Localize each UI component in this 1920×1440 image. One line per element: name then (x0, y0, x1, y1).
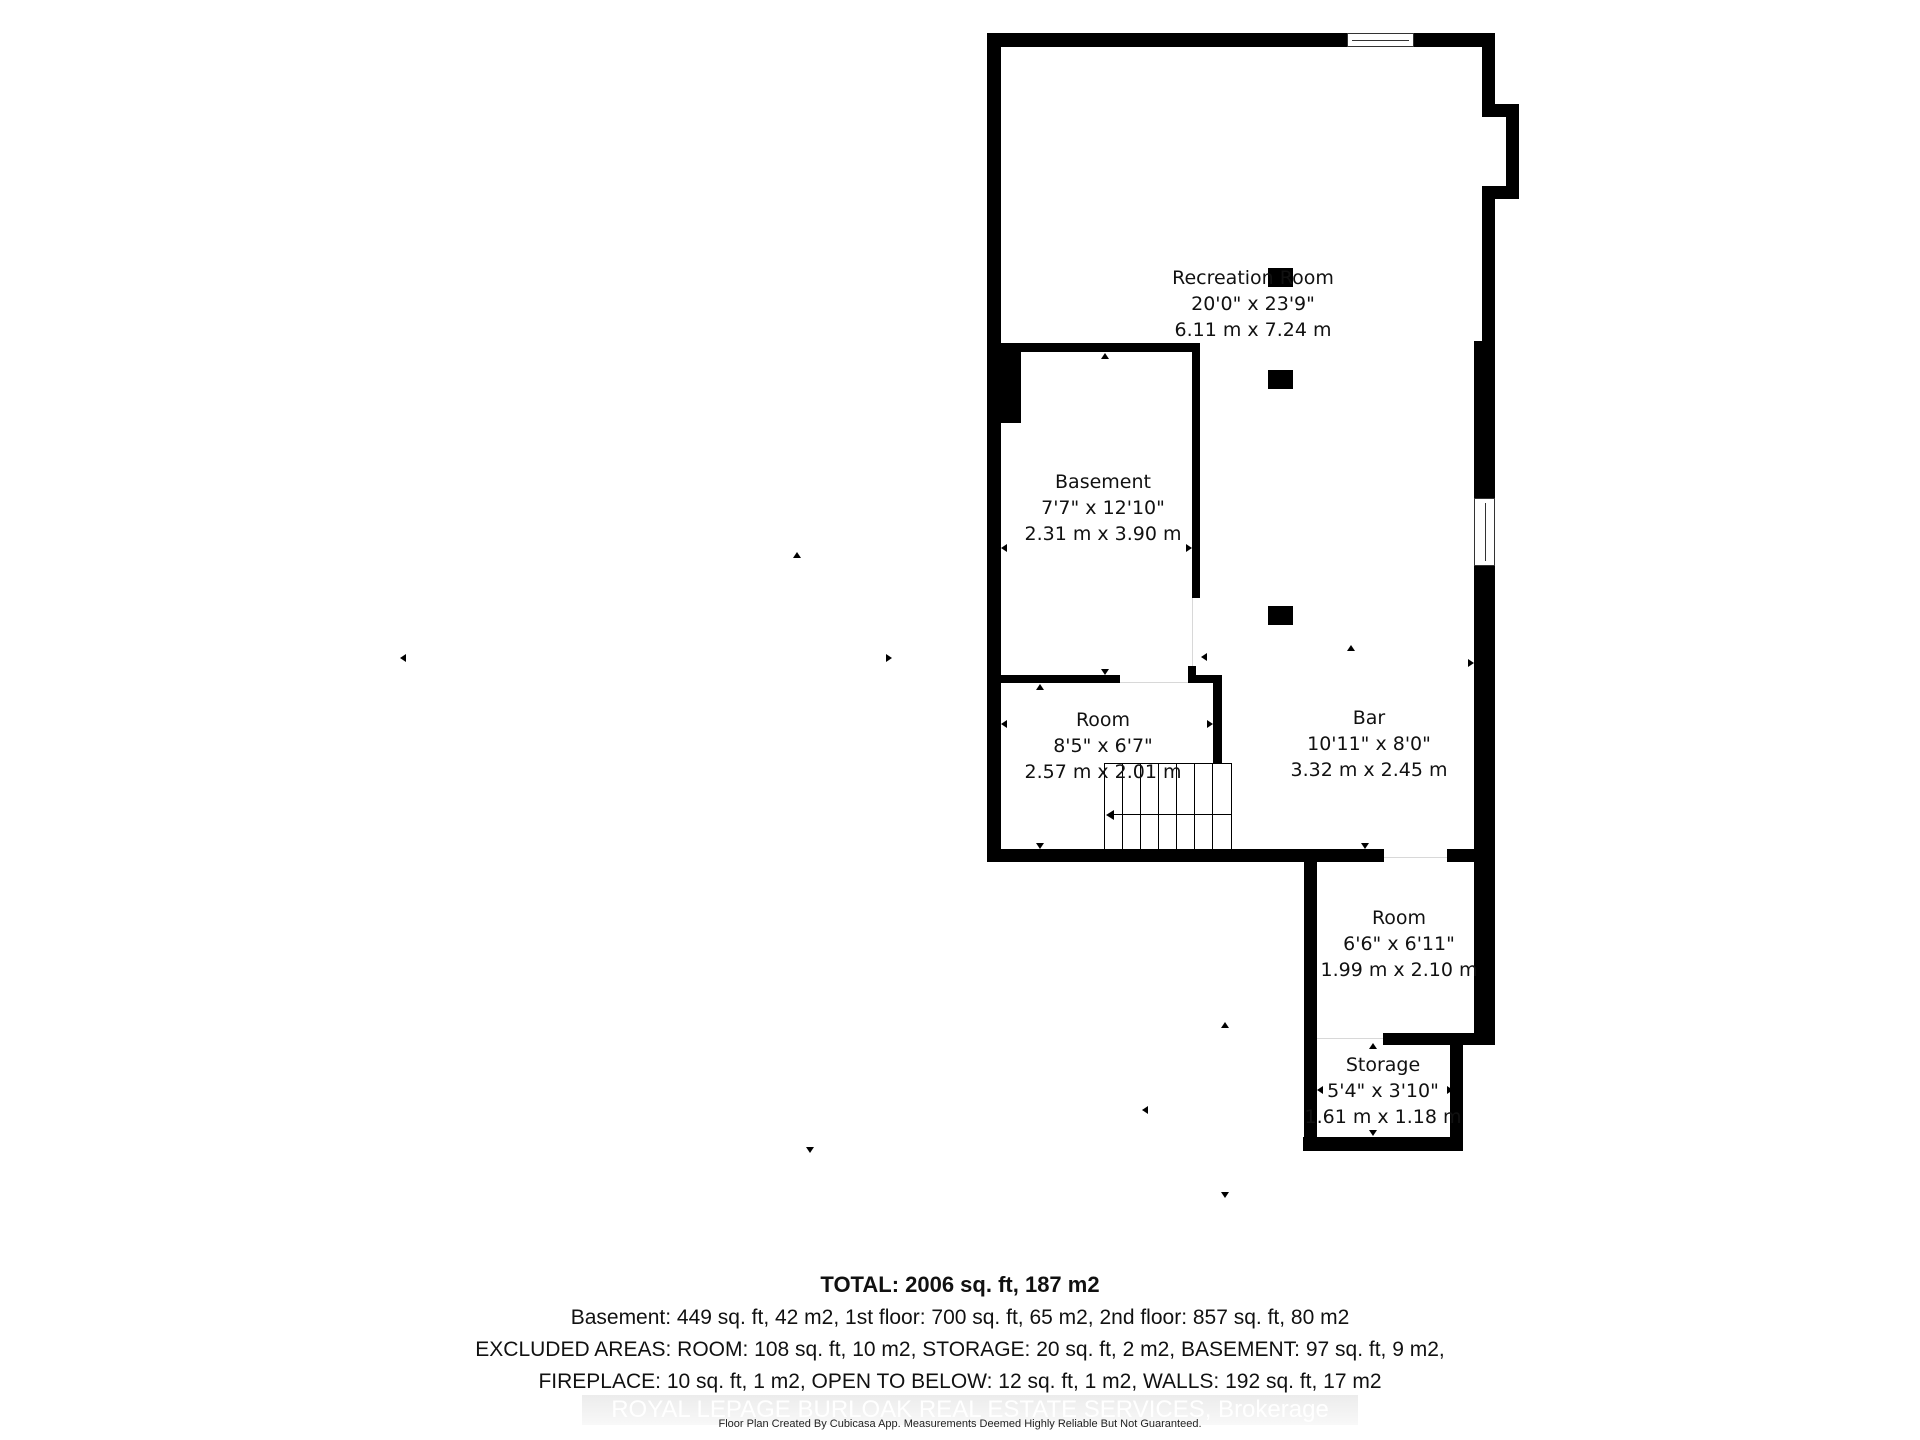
dimension-arrow-icon (1347, 645, 1355, 651)
room-label-bar: Bar 10'11" x 8'0" 3.32 m x 2.45 m (1290, 705, 1447, 783)
wall-left (987, 33, 1001, 862)
room-dimensions-imperial: 10'11" x 8'0" (1307, 733, 1431, 755)
floor-areas: Basement: 449 sq. ft, 42 m2, 1st floor: … (570, 1306, 1350, 1329)
room-dimensions-metric: 6.11 m x 7.24 m (1174, 319, 1332, 341)
dimension-arrow-icon (1468, 659, 1474, 667)
dimension-arrow-icon (1142, 1106, 1148, 1114)
room-dimensions-metric: 1.61 m x 1.18 m (1304, 1106, 1462, 1128)
room-name: Storage (1345, 1054, 1421, 1076)
room-label-recreation-room: Recreation Room 20'0" x 23'9" 6.11 m x 7… (1172, 265, 1334, 343)
dimension-arrow-icon (400, 654, 406, 662)
room-name: Room (1371, 907, 1427, 929)
room-label-room-lower: Room 6'6" x 6'11" 1.99 m x 2.10 m (1320, 905, 1477, 983)
wall-storage-bottom (1303, 1137, 1463, 1151)
room-dimensions-metric: 2.31 m x 3.90 m (1024, 523, 1182, 545)
room-name: Room (1075, 709, 1131, 731)
wall-room2-right (1482, 849, 1495, 1045)
room-name: Basement (1055, 471, 1151, 493)
dimension-arrow-icon (793, 552, 801, 558)
dimension-arrow-icon (1317, 1086, 1323, 1094)
dimension-arrow-icon (886, 654, 892, 662)
dimension-arrow-icon (1361, 843, 1369, 849)
window-top (1347, 33, 1414, 47)
stair-direction-arrow-icon (1106, 810, 1114, 820)
room-name: Recreation Room (1172, 267, 1334, 289)
brokerage-watermark: ROYAL LEPAGE BURLOAK REAL ESTATE SERVICE… (582, 1395, 1358, 1425)
dimension-arrow-icon (1186, 544, 1192, 552)
excluded-areas-line-2: FIREPLACE: 10 sq. ft, 1 m2, OPEN TO BELO… (538, 1370, 1382, 1393)
dimension-arrow-icon (1221, 1192, 1229, 1198)
total-area: TOTAL: 2006 sq. ft, 187 m2 (820, 1272, 1100, 1297)
column (1268, 606, 1293, 625)
dimension-arrow-icon (1101, 353, 1109, 359)
wall-room2-left (1304, 849, 1317, 1151)
dimension-arrow-icon (1369, 1043, 1377, 1049)
wall-room-top-b (1188, 675, 1222, 683)
room-dimensions-imperial: 6'6" x 6'11" (1343, 933, 1455, 955)
excluded-areas-line-1: EXCLUDED AREAS: ROOM: 108 sq. ft, 10 m2,… (475, 1338, 1445, 1361)
dimension-arrow-icon (806, 1147, 814, 1153)
room-name: Bar (1352, 707, 1386, 729)
dimension-arrow-icon (1001, 720, 1007, 728)
room-dimensions-imperial: 20'0" x 23'9" (1191, 293, 1315, 315)
wall-basement-right (1192, 343, 1200, 598)
dimension-arrow-icon (1201, 653, 1207, 661)
wall-storage-right (1450, 1033, 1463, 1151)
doorway-basement (1192, 598, 1193, 670)
doorway-room-left (1120, 682, 1188, 683)
room-dimensions-metric: 1.99 m x 2.10 m (1320, 959, 1478, 981)
doorway-bar-room (1384, 857, 1447, 858)
dimension-arrow-icon (1369, 1130, 1377, 1136)
wall-room-right (1213, 675, 1222, 770)
dimension-arrow-icon (1207, 720, 1213, 728)
room-dimensions-imperial: 8'5" x 6'7" (1053, 735, 1153, 757)
wall-top (987, 33, 1495, 47)
room-dimensions-imperial: 5'4" x 3'10" (1327, 1080, 1439, 1102)
room-label-storage: Storage 5'4" x 3'10" 1.61 m x 1.18 m (1304, 1052, 1461, 1130)
dimension-arrow-icon (1036, 843, 1044, 849)
doorway-storage (1317, 1038, 1383, 1039)
dimension-arrow-icon (1101, 669, 1109, 675)
window-right (1474, 498, 1495, 566)
dimension-arrow-icon (1001, 544, 1007, 552)
column (1268, 268, 1293, 287)
fireplace-block (1001, 352, 1021, 423)
column (1268, 370, 1293, 389)
room-dimensions-metric: 3.32 m x 2.45 m (1290, 759, 1448, 781)
wall-basement-top (987, 343, 1200, 352)
wall-bottom-a (987, 849, 1384, 862)
room-label-room-left: Room 8'5" x 6'7" 2.57 m x 2.01 m (1024, 707, 1181, 785)
room-dimensions-imperial: 7'7" x 12'10" (1041, 497, 1165, 519)
room-label-basement: Basement 7'7" x 12'10" 2.31 m x 3.90 m (1024, 469, 1181, 547)
credit-disclaimer: Floor Plan Created By Cubicasa App. Meas… (718, 1418, 1202, 1430)
wall-room2-bottom (1383, 1033, 1495, 1045)
dimension-arrow-icon (1221, 1022, 1229, 1028)
wall-right-upper (1482, 33, 1495, 117)
wall-room-top-a (987, 675, 1120, 683)
wall-room-notch (1188, 666, 1196, 676)
wall-right-mid (1482, 186, 1495, 346)
dimension-arrow-icon (1447, 1086, 1453, 1094)
dimension-arrow-icon (1036, 684, 1044, 690)
wall-bump-right (1506, 104, 1519, 199)
room-dimensions-metric: 2.57 m x 2.01 m (1024, 761, 1182, 783)
